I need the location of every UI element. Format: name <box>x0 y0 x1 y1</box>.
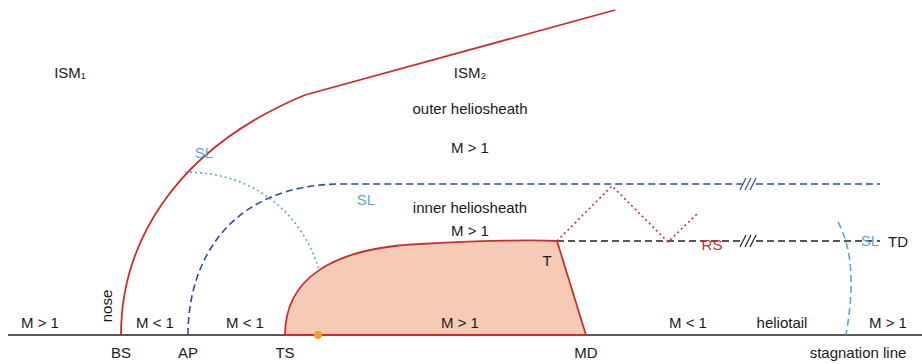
boundary-label: MD <box>574 345 597 360</box>
region-label: outer heliosheath <box>412 101 527 116</box>
region-label: ISM₂ <box>454 65 487 80</box>
region-label: ISM₁ <box>54 65 86 80</box>
mach-label: M > 1 <box>451 140 489 155</box>
mach-label: M > 1 <box>451 223 489 238</box>
boundary-label: AP <box>178 345 198 360</box>
streamline-label: SL <box>195 145 213 160</box>
mach-label: M < 1 <box>136 315 174 330</box>
boundary-label: BS <box>111 345 131 360</box>
mach-label: M < 1 <box>226 315 264 330</box>
reflected-shock <box>557 186 697 242</box>
region-outline <box>285 236 594 338</box>
termination-shock-region: M > 1 T <box>285 236 590 336</box>
axis-label: stagnation line <box>810 345 907 360</box>
mach-label: M > 1 <box>21 315 59 330</box>
break-mark <box>740 178 756 190</box>
streamline-label: SL <box>357 192 375 207</box>
streamline-label: SL <box>861 233 879 248</box>
corner-label: T <box>542 253 551 268</box>
region-label: inner heliosheath <box>413 200 527 215</box>
astropause-curve <box>188 184 880 335</box>
region-label: heliotail <box>757 315 808 330</box>
break-mark <box>740 235 756 247</box>
shock-label: RS <box>702 237 723 252</box>
region-shape <box>285 240 586 335</box>
mach-label: M > 1 <box>869 315 907 330</box>
streamline-dashed <box>838 222 851 335</box>
discontinuity-label: TD <box>888 234 908 249</box>
nose-label: nose <box>99 290 114 323</box>
mach-label: M > 1 <box>441 315 479 330</box>
boundary-label: TS <box>275 345 294 360</box>
sun-dot <box>314 331 322 339</box>
mach-label: M < 1 <box>669 315 707 330</box>
